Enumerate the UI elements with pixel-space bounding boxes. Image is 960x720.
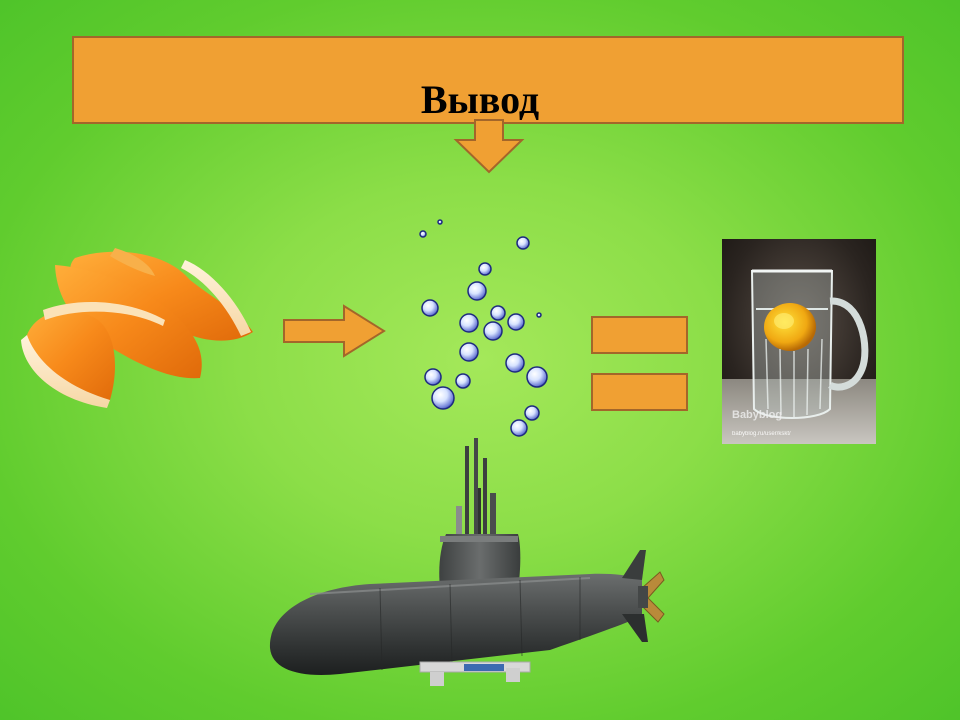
photo-watermark: Babyblog (732, 409, 783, 421)
equals-bar-bottom (591, 373, 688, 411)
orange-peel-image (21, 248, 253, 408)
photo-url-caption: babyblog.ru/user/kskt/ (732, 431, 791, 437)
bubbles-image (419, 219, 548, 437)
mug-illustration (722, 239, 876, 444)
glass-mug-photo: Babyblog babyblog.ru/user/kskt/ (722, 239, 876, 444)
equals-bar-top (591, 316, 688, 354)
right-arrow-icon (283, 304, 386, 358)
slide-title: Вывод (420, 77, 540, 122)
down-arrow-icon (453, 119, 525, 174)
submarine-image (269, 438, 665, 686)
title-box (72, 36, 904, 124)
